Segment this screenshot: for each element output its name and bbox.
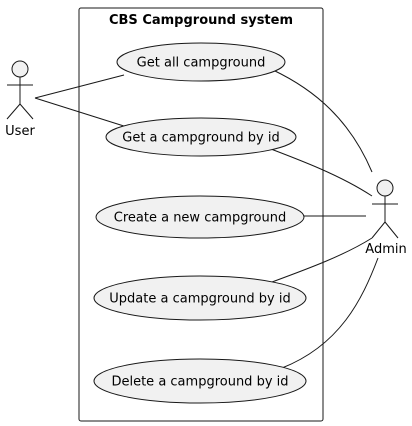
use-case-label: Create a new campground: [114, 211, 286, 226]
use-case-label: Delete a campground by id: [111, 375, 288, 390]
user-leg-right: [19, 103, 34, 120]
system-title: CBS Campground system: [109, 13, 293, 28]
association-admin-delete: [281, 257, 379, 369]
user-head-icon: [11, 60, 29, 78]
actor-admin-label: Admin: [365, 242, 406, 257]
association-admin-update: [271, 237, 373, 283]
admin-leg-right: [384, 221, 399, 239]
use-case-create[interactable]: Create a new campground: [95, 195, 305, 239]
use-case-label: Get a campground by id: [122, 131, 280, 146]
use-case-label: Get all campground: [137, 56, 266, 71]
actor-user[interactable]: [6, 60, 34, 120]
user-leg-left: [6, 103, 21, 120]
use-case-get-by-id[interactable]: Get a campground by id: [105, 117, 297, 157]
association-user-get-by-id: [34, 97, 128, 128]
actor-user-label: User: [5, 124, 35, 139]
association-admin-get-all: [272, 69, 373, 173]
use-case-label: Update a campground by id: [109, 292, 290, 307]
association-user-get-all: [34, 74, 125, 99]
use-case-ellipse: [95, 195, 305, 239]
association-admin-get-by-id: [262, 145, 373, 197]
use-case-delete[interactable]: Delete a campground by id: [93, 358, 307, 404]
use-case-ellipse: [105, 117, 297, 157]
use-case-update[interactable]: Update a campground by id: [93, 275, 307, 321]
use-case-ellipse: [93, 275, 307, 321]
admin-leg-left: [371, 221, 386, 239]
associations: [34, 69, 379, 369]
actor-admin[interactable]: [371, 179, 399, 239]
use-case-ellipse: [116, 42, 286, 82]
use-case-get-all[interactable]: Get all campground: [116, 42, 286, 82]
admin-head-icon: [376, 179, 394, 197]
use-case-ellipse: [93, 358, 307, 404]
